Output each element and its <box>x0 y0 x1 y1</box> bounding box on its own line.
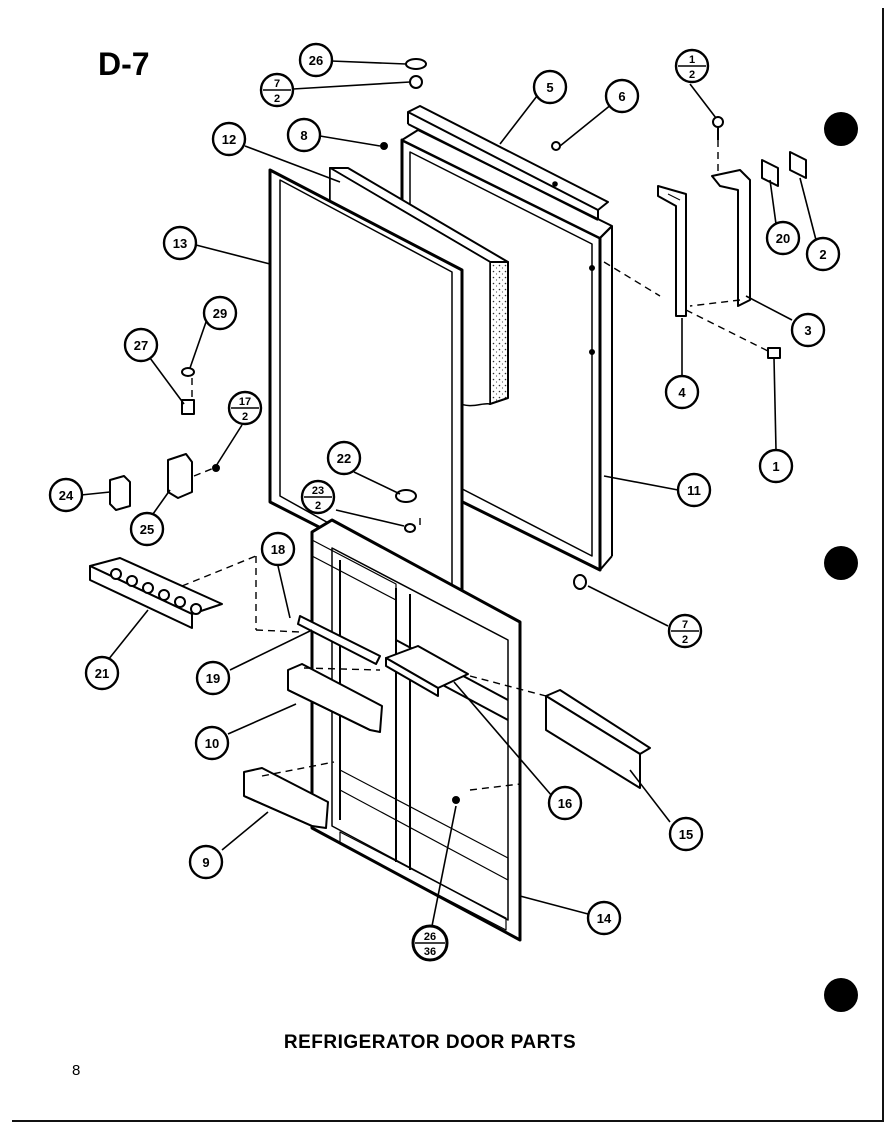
lower-hinge <box>109 367 195 511</box>
svg-text:27: 27 <box>134 338 148 353</box>
svg-text:2: 2 <box>242 411 248 423</box>
svg-text:1: 1 <box>772 459 779 474</box>
callout-7-2-bottom: 7 2 <box>667 613 703 649</box>
shim-part-20 <box>761 159 779 187</box>
callout-17-2: 17 2 <box>227 390 263 426</box>
callout-4: 4 <box>664 374 700 410</box>
callout-12: 12 <box>211 121 247 157</box>
callout-18: 18 <box>260 531 296 567</box>
punch-hole-bottom <box>824 978 858 1012</box>
svg-text:8: 8 <box>300 128 307 143</box>
callout-29: 29 <box>202 295 238 331</box>
svg-text:26: 26 <box>424 931 436 943</box>
callout-8: 8 <box>286 117 322 153</box>
page-number: 8 <box>72 1062 81 1079</box>
svg-text:2: 2 <box>274 93 280 105</box>
callout-3: 3 <box>790 312 826 348</box>
svg-text:20: 20 <box>776 231 790 246</box>
page-id: D-7 <box>98 46 150 82</box>
svg-text:25: 25 <box>140 522 154 537</box>
svg-text:12: 12 <box>222 132 236 147</box>
callout-1: 1 <box>758 448 794 484</box>
callout-23-2: 23 2 <box>300 479 336 515</box>
svg-text:6: 6 <box>618 89 625 104</box>
callout-27: 27 <box>123 327 159 363</box>
callout-25: 25 <box>129 511 165 547</box>
callout-21: 21 <box>84 655 120 691</box>
alignment-lines <box>181 140 771 791</box>
door-bin-upper <box>287 663 383 733</box>
callout-16: 16 <box>547 785 583 821</box>
svg-text:36: 36 <box>424 946 436 958</box>
svg-text:17: 17 <box>239 396 251 408</box>
callout-26-top: 26 <box>298 42 334 78</box>
svg-text:21: 21 <box>95 666 109 681</box>
callout-13: 13 <box>162 225 198 261</box>
svg-text:24: 24 <box>59 488 74 503</box>
door-rail-bar <box>545 689 651 789</box>
egg-tray <box>89 557 223 629</box>
callout-7-2-top: 7 2 <box>259 72 295 108</box>
svg-text:11: 11 <box>687 483 701 498</box>
svg-text:16: 16 <box>558 796 572 811</box>
svg-text:4: 4 <box>678 385 686 400</box>
svg-text:5: 5 <box>546 80 553 95</box>
shelf-retainer <box>297 615 381 665</box>
callout-11: 11 <box>676 472 712 508</box>
svg-text:3: 3 <box>804 323 811 338</box>
svg-text:2: 2 <box>689 69 695 81</box>
svg-text:29: 29 <box>213 306 227 321</box>
door-bin-lower <box>243 767 329 829</box>
inner-door-liner <box>310 518 522 942</box>
svg-text:9: 9 <box>202 855 209 870</box>
callout-9: 9 <box>188 844 224 880</box>
callout-24: 24 <box>48 477 84 513</box>
shim-part-2 <box>789 151 807 179</box>
svg-text:1: 1 <box>689 54 695 66</box>
svg-text:10: 10 <box>205 736 219 751</box>
callout-22: 22 <box>326 440 362 476</box>
svg-text:19: 19 <box>206 671 220 686</box>
callout-26-36: 26 36 <box>411 924 449 962</box>
svg-text:26: 26 <box>309 53 323 68</box>
callout-2: 2 <box>805 236 841 272</box>
svg-text:13: 13 <box>173 236 187 251</box>
leader-lines <box>80 60 817 927</box>
callout-1-2: 1 2 <box>674 48 710 84</box>
callout-19: 19 <box>195 660 231 696</box>
svg-text:2: 2 <box>315 500 321 512</box>
punch-hole-middle <box>824 546 858 580</box>
callout-15: 15 <box>668 816 704 852</box>
svg-text:23: 23 <box>312 485 324 497</box>
sheet-border <box>12 8 884 1122</box>
svg-text:22: 22 <box>337 451 351 466</box>
svg-text:2: 2 <box>819 247 826 262</box>
svg-text:18: 18 <box>271 542 285 557</box>
svg-text:7: 7 <box>682 619 688 631</box>
callout-5: 5 <box>532 69 568 105</box>
diagram-caption: REFRIGERATOR DOOR PARTS <box>283 1032 577 1053</box>
dairy-shelf <box>385 645 469 697</box>
svg-text:15: 15 <box>679 827 693 842</box>
callout-10: 10 <box>194 725 230 761</box>
punch-hole-top <box>824 112 858 146</box>
svg-text:7: 7 <box>274 78 280 90</box>
svg-text:14: 14 <box>597 911 612 926</box>
callout-20: 20 <box>765 220 801 256</box>
callout-14: 14 <box>586 900 622 936</box>
callout-6: 6 <box>604 78 640 114</box>
hinge-bracket <box>657 169 751 317</box>
svg-text:2: 2 <box>682 634 688 646</box>
